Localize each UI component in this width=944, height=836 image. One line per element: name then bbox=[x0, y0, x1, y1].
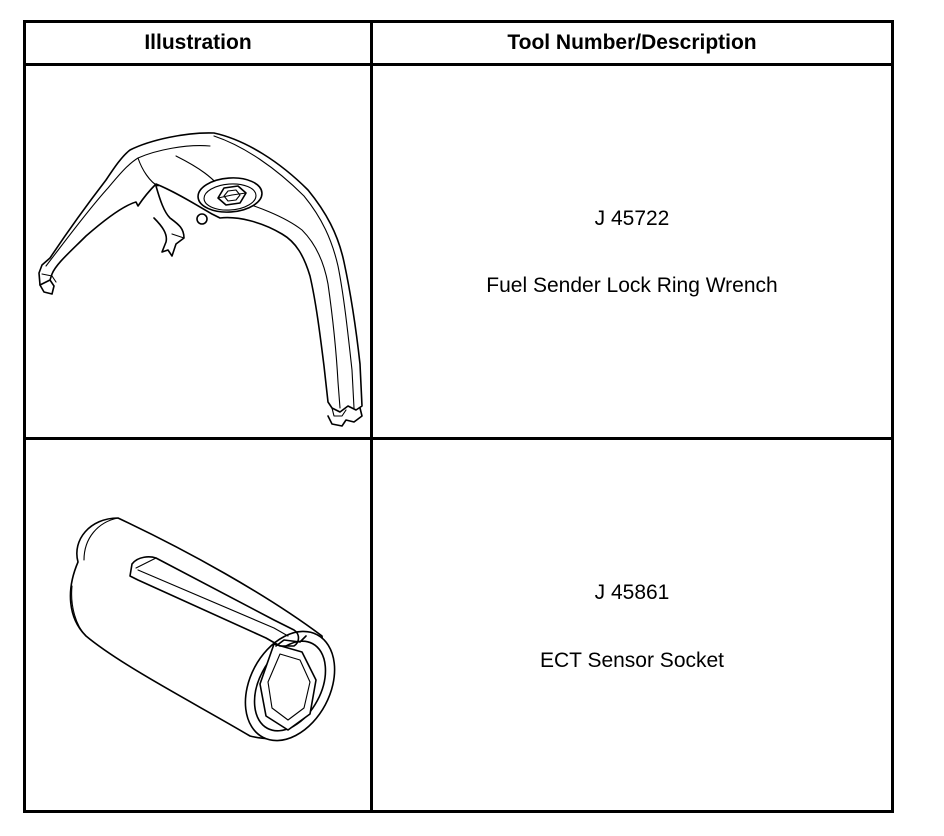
tool-number: J 45722 bbox=[594, 207, 670, 230]
row-divider bbox=[26, 437, 891, 440]
header-tool-description: Tool Number/Description bbox=[373, 23, 891, 63]
header-divider bbox=[26, 63, 891, 66]
tool-number: J 45861 bbox=[594, 581, 670, 604]
description-cell-row-2: J 45861 ECT Sensor Socket bbox=[373, 440, 891, 810]
tool-table: Illustration Tool Number/Description bbox=[23, 20, 894, 813]
ect-sensor-socket-icon bbox=[69, 517, 336, 742]
header-illustration-label: Illustration bbox=[144, 31, 252, 54]
description-cell-row-1: J 45722 Fuel Sender Lock Ring Wrench bbox=[373, 66, 891, 437]
lock-ring-wrench-icon bbox=[38, 132, 363, 427]
tool-description: Fuel Sender Lock Ring Wrench bbox=[486, 274, 778, 297]
header-tool-description-label: Tool Number/Description bbox=[507, 31, 757, 54]
illustration-cell-row-2 bbox=[26, 440, 370, 810]
tool-description: ECT Sensor Socket bbox=[539, 649, 725, 672]
header-illustration: Illustration bbox=[26, 23, 370, 63]
illustration-cell-row-1 bbox=[26, 66, 370, 437]
column-divider bbox=[370, 23, 373, 810]
